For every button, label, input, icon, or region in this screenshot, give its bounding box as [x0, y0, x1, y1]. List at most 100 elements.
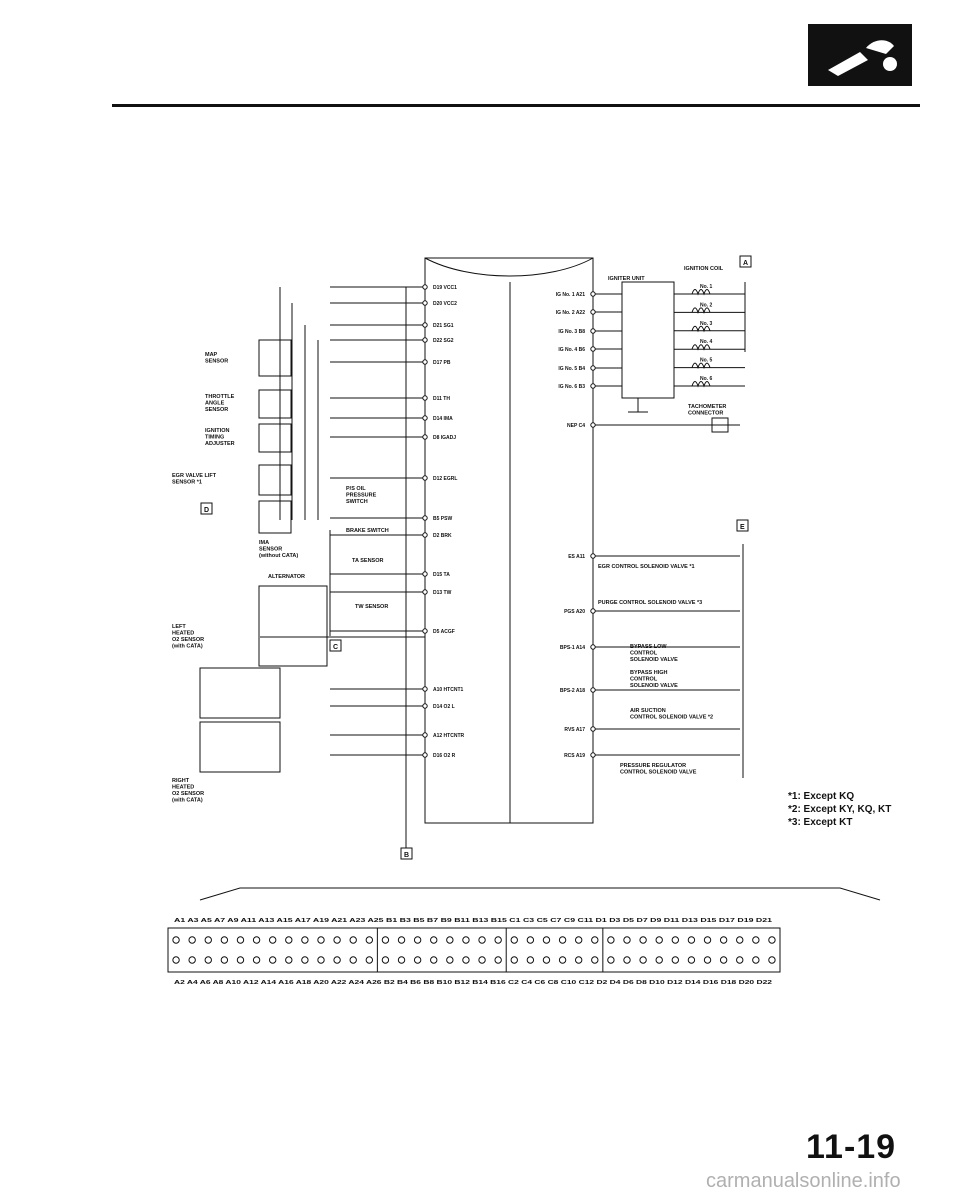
connector-pin-bottom [397, 956, 406, 964]
coil-winding [691, 362, 711, 370]
connector-pin-bottom [252, 956, 261, 964]
connector-pin-bottom [188, 956, 196, 964]
box-e-label: E [740, 524, 745, 531]
pin-label: D22 SG2 [433, 338, 454, 344]
footnote-1: *1: Except KQ [788, 791, 855, 802]
pin-label: D2 BRK [433, 533, 452, 539]
connector-pin-top [446, 936, 454, 944]
coil-winding [691, 289, 711, 296]
connector-pin-bottom [510, 956, 518, 964]
pin-label: IG No. 6 B3 [558, 384, 585, 390]
connector-pin-bottom [349, 956, 357, 964]
connector-pin-bottom [639, 956, 647, 964]
ignition-coil-4: No. 4 [674, 339, 745, 351]
connector-pin-bottom [623, 956, 631, 964]
pin-terminal [590, 309, 596, 315]
connector-pin-top [301, 936, 309, 944]
ecm-pin-left-5: D11 TH [330, 395, 450, 402]
connector-pin-bottom [526, 956, 535, 964]
igniter-unit-label: IGNITER UNIT [608, 276, 645, 282]
pin-terminal [422, 571, 428, 577]
header-rule [112, 104, 920, 107]
connector-pin-bottom [607, 956, 615, 964]
connector-pin-bottom [430, 956, 438, 964]
connector-pin-bottom [220, 956, 229, 964]
connector-pin-bottom [574, 956, 583, 964]
connector-group-0 [172, 936, 374, 964]
footnote-3: *3: Except KT [788, 817, 853, 828]
purge-solenoid-label: PURGE CONTROL SOLENOID VALVE *3 [598, 600, 702, 606]
pin-label: ES A11 [568, 554, 585, 560]
connector-pin-top [558, 936, 567, 944]
connector-pin-bottom [494, 956, 502, 964]
connector-pin-top [172, 936, 180, 944]
coil-winding [691, 325, 711, 333]
pin-label: D5 ACGF [433, 629, 455, 635]
pin-label: IG No. 3 B8 [558, 329, 585, 335]
ecm-pin-left-15: D14 O2 L [330, 703, 455, 710]
pin-terminal [590, 291, 596, 297]
pin-terminal [422, 515, 428, 521]
ignition-coil-3: No. 3 [674, 321, 745, 333]
brake-switch-label: BRAKE SWITCH [346, 528, 389, 534]
connector-pin-bottom [365, 956, 374, 964]
connector-pin-top [285, 936, 293, 944]
connector-pin-bottom [204, 956, 212, 964]
ecm-pin-right-10: BPS-2 A18 [560, 687, 740, 694]
connector-pin-top [333, 936, 341, 944]
connector-top-labels: A1 A3 A5 A7 A9 A11 A13 A15 A17 A19 A21 A… [174, 918, 772, 924]
connector-pin-bottom [752, 956, 760, 964]
box-markers: A E D C B [200, 255, 752, 860]
connector-pin-top [413, 936, 422, 944]
pin-label: D8 IGADJ [433, 435, 456, 441]
ecm-box [424, 257, 594, 824]
pin-terminal [590, 752, 596, 758]
connector-pin-top [655, 936, 663, 944]
connector-pin-top [478, 936, 486, 944]
pin-label: D14 IMA [433, 416, 453, 422]
coil-number: No. 3 [700, 321, 712, 327]
pin-terminal [422, 589, 428, 595]
connector-pin-top [317, 936, 325, 944]
ignition-coil-label: IGNITION COIL [684, 266, 724, 272]
pin-terminal [590, 365, 596, 371]
connector-pin-top [252, 936, 261, 944]
connector-pin-bottom [591, 956, 599, 964]
pin-terminal [422, 300, 428, 306]
ecm-pin-left-4: D17 PB [330, 359, 451, 366]
alternator-label: ALTERNATOR [268, 574, 305, 580]
coil-number: No. 5 [700, 358, 712, 364]
pin-label: D15 TA [433, 572, 450, 578]
connector-pin-top [510, 936, 518, 944]
ecm-pin-left-1: D20 VCC2 [330, 300, 457, 307]
connector-pin-bottom [542, 956, 551, 964]
ecm-pin-right-12: RCS A19 [564, 752, 740, 759]
connector-pin-top [687, 936, 696, 944]
pin-terminal [590, 687, 596, 693]
pin-label: RVS A17 [564, 727, 585, 733]
ignition-coil-6: No. 6 [674, 376, 745, 388]
pin-label: D21 SG1 [433, 323, 454, 329]
ecm-pin-left-14: A10 HTCNT1 [330, 686, 464, 693]
connector-pin-top [220, 936, 229, 944]
pin-label: BPS-1 A14 [560, 645, 585, 651]
coil-winding [691, 381, 711, 388]
pin-terminal [422, 628, 428, 634]
ecm-pin-left-16: A12 HTCNTR [330, 732, 465, 739]
ignition-coil-5: No. 5 [674, 358, 745, 370]
footnote-2: *2: Except KY, KQ, KT [788, 804, 892, 815]
connector-pin-top [623, 936, 631, 944]
coil-number: No. 6 [700, 376, 712, 382]
ecm-pin-right-3: IG No. 4 B6 [558, 346, 622, 353]
connector-pin-bottom [558, 956, 567, 964]
fuel-nozzle-icon [808, 24, 912, 86]
